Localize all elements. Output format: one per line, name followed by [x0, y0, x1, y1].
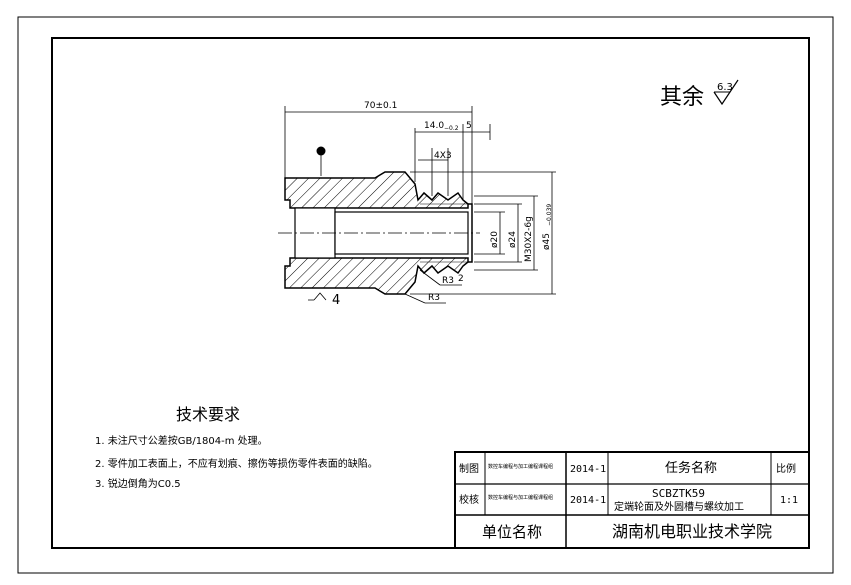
tb-date-1: 2014-1 — [570, 464, 606, 475]
dim-outer-dia-tol: −0.039 — [546, 204, 553, 226]
tech-req-item-2: 2. 零件加工表面上，不应有划痕、擦伤等损伤零件表面的缺陷。 — [95, 457, 378, 470]
outer-frame — [17, 16, 834, 574]
dim-radius-large: R3 — [428, 293, 440, 303]
tb-dept-2: 数控车编程与加工编程课程组 — [488, 494, 553, 501]
roughness-left: 4 — [332, 293, 340, 308]
tb-role-draw: 制图 — [459, 462, 479, 475]
dim-outer-dia: ø45 — [542, 233, 552, 250]
dim-groove-tol: −0.2 — [444, 125, 459, 132]
inner-frame — [51, 37, 810, 549]
dim-overall-length: 70±0.1 — [364, 101, 397, 111]
dim-radius-small2: 2 — [458, 274, 464, 284]
dim-groove-width: 14.0 — [424, 121, 444, 131]
dim-bore-dia: ø20 — [490, 231, 500, 248]
tech-req-item-1: 1. 未注尺寸公差按GB/1804-m 处理。 — [95, 434, 268, 447]
dim-groove-offset: 5 — [466, 121, 472, 131]
tb-scale-label: 比例 — [776, 462, 796, 475]
tb-scale: 1:1 — [780, 495, 798, 506]
tb-unit-name: 湖南机电职业技术学院 — [612, 522, 772, 541]
tb-role-check: 校核 — [459, 493, 479, 506]
tech-req-title: 技术要求 — [176, 405, 240, 424]
tb-task-label: 任务名称 — [665, 460, 717, 476]
tech-req-item-3: 3. 锐边倒角为C0.5 — [95, 477, 181, 490]
dim-chamfer: 4X3 — [434, 151, 452, 161]
dim-thread: M30X2-6g — [524, 216, 534, 262]
dim-inner-dia: ø24 — [508, 231, 518, 248]
dimension-lines — [284, 106, 556, 304]
surface-finish-value: 6.3 — [717, 82, 733, 93]
tb-date-2: 2014-1 — [570, 495, 606, 506]
tb-task-code: SCBZTK59 — [652, 487, 705, 500]
tb-unit-label: 单位名称 — [482, 523, 542, 541]
tb-task-name: 定端轮面及外圆槽与螺纹加工 — [614, 500, 744, 513]
dim-radius-small: R3 — [442, 276, 454, 286]
title-block — [454, 451, 810, 549]
upper-section — [284, 171, 469, 209]
part-section-view — [278, 146, 480, 295]
roughness-symbol — [713, 79, 739, 106]
surface-finish-prefix: 其余 — [660, 85, 704, 110]
lower-section — [284, 257, 469, 295]
tb-dept-1: 数控车编程与加工编程课程组 — [488, 463, 553, 470]
